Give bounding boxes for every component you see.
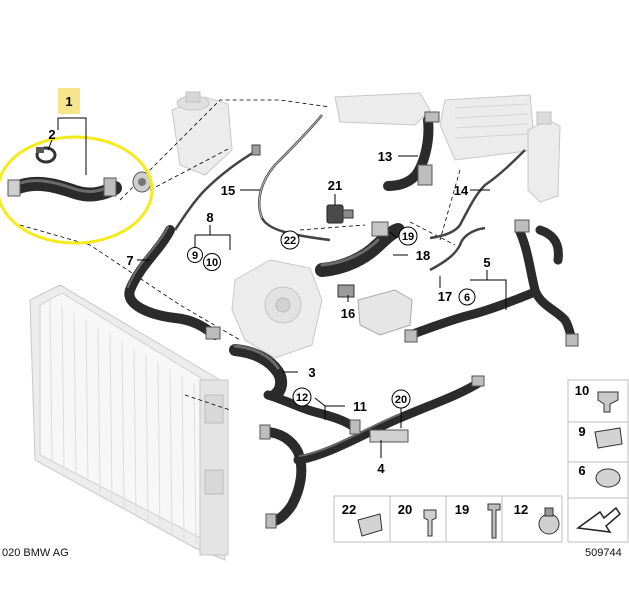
- label-1-box: [58, 88, 80, 114]
- label-20: 20: [395, 394, 407, 406]
- thermostat-housing-illustration: [357, 289, 413, 336]
- engine-block-illustration: [334, 92, 536, 161]
- hose-item-18: [315, 221, 405, 277]
- label-12: 12: [296, 392, 308, 404]
- label-21: 21: [328, 178, 342, 193]
- label-6-circle: [458, 288, 476, 306]
- bolt-19-icon: [487, 503, 501, 539]
- label-1: 1: [65, 94, 72, 109]
- expansion-tank-illustration: [171, 91, 233, 176]
- legend-label-12: 12: [514, 502, 528, 517]
- clip-10-icon: [597, 391, 619, 413]
- legend-label-20: 20: [398, 502, 412, 517]
- hose-item-11: [263, 390, 361, 435]
- callout-leaders: [47, 117, 507, 458]
- legend-label-10: 10: [575, 383, 589, 398]
- hose-item-7: [124, 225, 221, 340]
- legend-label-6: 6: [578, 463, 585, 478]
- arrow-box-icon: [576, 506, 621, 533]
- label-9: 9: [192, 250, 198, 262]
- label-16: 16: [341, 306, 355, 321]
- label-8: 8: [206, 210, 213, 225]
- hose-item-13: [383, 111, 440, 191]
- label-17: 17: [438, 289, 452, 304]
- legend-bottom: 22 20 19 12: [333, 495, 563, 543]
- radiator-illustration: [29, 284, 229, 561]
- label-4: 4: [377, 461, 385, 476]
- water-pump-illustration: [231, 259, 323, 359]
- legend-label-22: 22: [342, 502, 356, 517]
- legend-label-9: 9: [578, 424, 585, 439]
- label-10: 10: [206, 257, 218, 269]
- label-10-circle: [203, 253, 221, 271]
- callout-labels: 1 2 15 8 9 10 7 21 22 13 14 19 18 5 6 17…: [48, 88, 491, 476]
- clamp-12-tab-icon: [544, 507, 554, 517]
- label-20-circle: [391, 389, 411, 409]
- label-9-circle: [187, 247, 203, 263]
- label-19-circle: [398, 226, 418, 246]
- label-22-circle: [280, 230, 300, 250]
- clamp-12-icon: [538, 513, 560, 535]
- hose-item-1: [7, 171, 152, 202]
- clip-22-icon: [357, 513, 383, 537]
- thin-pipes: [173, 114, 526, 272]
- label-14: 14: [454, 183, 469, 198]
- fitting-item-16: [337, 284, 355, 298]
- label-15: 15: [221, 183, 235, 198]
- highlight-circle: [0, 135, 154, 245]
- clamp-item-2: [35, 146, 57, 164]
- diagram-number: 509744: [585, 547, 622, 559]
- expansion-tank-right-illustration: [527, 111, 561, 203]
- clamp-6-icon: [595, 468, 621, 488]
- hose-item-5: [404, 219, 579, 347]
- label-2: 2: [48, 127, 55, 142]
- legend-label-19: 19: [455, 502, 469, 517]
- sensor-item-21: [326, 204, 354, 224]
- hose-item-3: [229, 344, 288, 401]
- legend-right: 10 9 6: [567, 379, 629, 543]
- label-22: 22: [284, 235, 296, 247]
- hose-item-4: [259, 375, 485, 529]
- label-19: 19: [402, 231, 414, 243]
- label-7: 7: [126, 253, 133, 268]
- pushpin-20-icon: [423, 509, 437, 537]
- label-13: 13: [378, 149, 392, 164]
- label-18: 18: [416, 248, 430, 263]
- label-3: 3: [308, 365, 315, 380]
- label-6: 6: [464, 292, 470, 304]
- clip-9-icon: [594, 427, 623, 449]
- label-11: 11: [353, 399, 367, 414]
- copyright-text: 020 BMW AG: [2, 547, 69, 559]
- label-12-circle: [292, 387, 312, 407]
- label-5: 5: [483, 255, 490, 270]
